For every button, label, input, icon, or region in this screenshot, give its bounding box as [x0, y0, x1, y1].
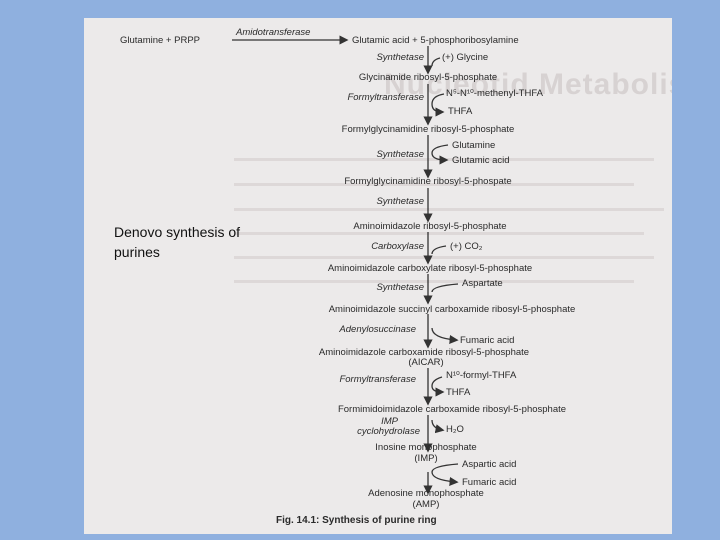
cofactor-n10-formyl-thfa: N¹⁰-formyl-THFA	[446, 370, 517, 381]
cofactor-glutamine: Glutamine	[452, 140, 496, 151]
cofactor-curve	[431, 283, 459, 293]
cofactor-glutamic-acid: Glutamic acid	[452, 155, 510, 166]
cofactor-curve	[431, 376, 445, 397]
product-imp-abbrev: (IMP)	[414, 453, 438, 464]
product-inosine-monophosphate: Inosine monophosphate	[375, 442, 477, 453]
enzyme-formyltransferase: Formyltransferase	[339, 374, 416, 385]
cofactor-curve	[431, 327, 459, 344]
cofactor-curve	[431, 57, 441, 67]
bleed-through-line	[234, 232, 644, 235]
cofactor-curve	[431, 463, 459, 486]
enzyme-carboxylase: Carboxylase	[371, 241, 424, 252]
enzyme-adenylosuccinase: Adenylosuccinase	[339, 324, 416, 335]
bleed-through-line	[234, 183, 634, 186]
cofactor-thfa: THFA	[446, 387, 471, 398]
substrate-glutamine-prpp: Glutamine + PRPP	[120, 35, 200, 46]
product-amp-abbrev: (AMP)	[412, 499, 440, 510]
product-phosphoribosylamine: Glutamic acid + 5-phosphoribosylamine	[352, 35, 519, 46]
enzyme-formyltransferase: Formyltransferase	[347, 92, 424, 103]
product-glycinamide-ribosyl-5-phosphate: Glycinamide ribosyl-5-phosphate	[358, 72, 498, 83]
cofactor-curve	[431, 245, 447, 255]
cofactor-co2: (+) CO₂	[450, 241, 483, 252]
bleed-through-line	[234, 256, 654, 259]
enzyme-synthetase: Synthetase	[376, 149, 424, 160]
bleed-through-line	[234, 208, 664, 211]
cofactor-fumaric-acid: Fumaric acid	[462, 477, 517, 488]
cofactor-fumaric-acid: Fumaric acid	[460, 335, 515, 346]
product-aicar-abbrev: (AICAR)	[408, 357, 444, 368]
enzyme-imp-label: IMP	[381, 416, 398, 427]
product-aminoimidazole-carboxamide-ribosyl-5-phosphate: Aminoimidazole carboxamide ribosyl-5-pho…	[318, 347, 530, 358]
cofactor-water: H₂O	[446, 424, 464, 435]
slide-caption: Denovo synthesis of purines	[114, 224, 241, 260]
enzyme-synthetase: Synthetase	[376, 196, 424, 207]
product-formylglycinamidine-ribosyl-5-phospate: Formylglycinamidine ribosyl-5-phospate	[344, 176, 512, 187]
cofactor-curve	[431, 144, 449, 165]
enzyme-synthetase: Synthetase	[376, 52, 424, 63]
scanned-textbook-page: Nucleotid Metabolism	[84, 18, 672, 534]
product-aminoimidazole-succinyl-carboxamide-ribosyl-5-phosphate: Aminoimidazole succinyl carboxamide ribo…	[328, 304, 576, 315]
cofactor-curve	[431, 93, 445, 117]
cofactor-glycine: (+) Glycine	[442, 52, 489, 63]
product-formylglycinamidine-ribosyl-5-phosphate: Formylglycinamidine ribosyl-5-phosphate	[341, 124, 515, 135]
enzyme-synthetase: Synthetase	[376, 282, 424, 293]
cofactor-aspartate: Aspartate	[462, 278, 503, 289]
bleed-through-line	[234, 280, 634, 283]
product-aminoimidazole-carboxylate-ribosyl-5-phosphate: Aminoimidazole carboxylate ribosyl-5-pho…	[327, 263, 533, 274]
cofactor-thfa: THFA	[448, 106, 473, 117]
enzyme-amidotransferase: Amidotransferase	[236, 27, 311, 38]
cofactor-curve	[431, 419, 445, 434]
cofactor-methenyl-thfa: N⁵-N¹⁰-methenyl-THFA	[446, 88, 543, 99]
product-adenosine-monophosphate: Adenosine monophosphate	[368, 488, 484, 499]
product-formimidoimidazole-carboxamide-ribosyl-5-phosphate: Formimidoimidazole carboxamide ribosyl-5…	[337, 404, 567, 415]
figure-caption: Fig. 14.1: Synthesis of purine ring	[276, 515, 437, 526]
enzyme-cyclohydrolase: cyclohydrolase	[357, 426, 420, 437]
cofactor-aspartic-acid: Aspartic acid	[462, 459, 517, 470]
product-aminoimidazole-ribosyl-5-phosphate: Aminoimidazole ribosyl-5-phosphate	[353, 221, 507, 232]
